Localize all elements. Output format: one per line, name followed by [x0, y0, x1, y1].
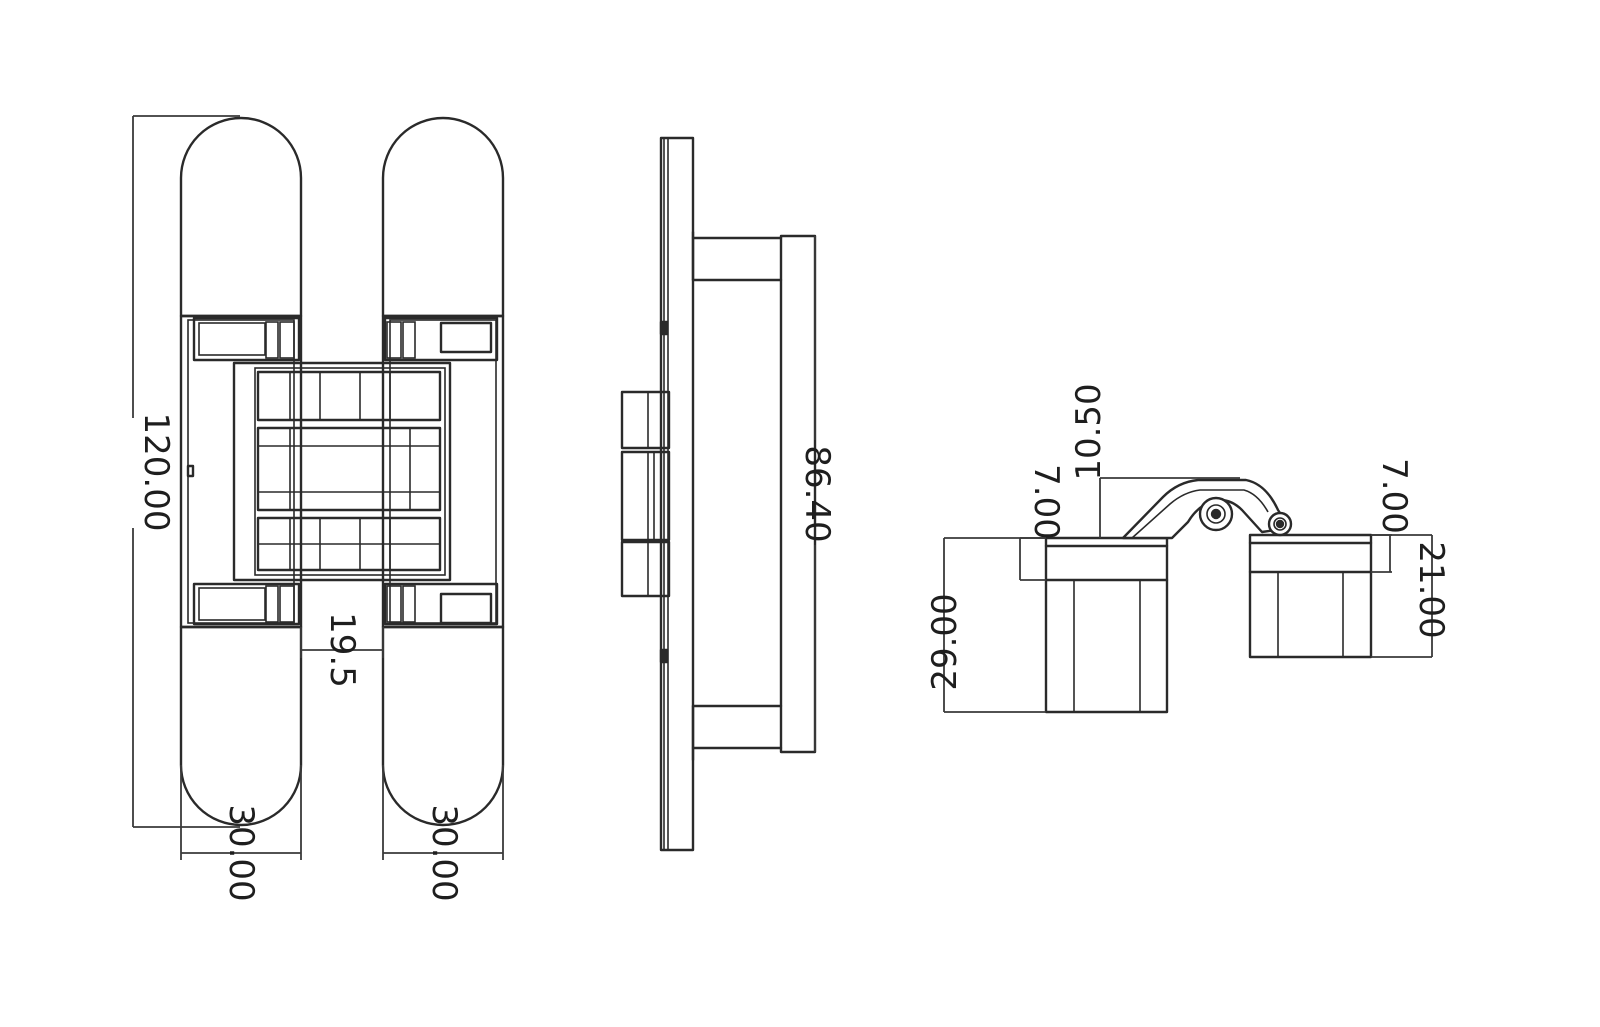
central-mechanism [232, 361, 452, 582]
dimension-knuckle-label: 10.50 [1069, 383, 1109, 480]
right-bottom-cap [381, 625, 505, 827]
right-inner-frame [389, 319, 497, 624]
left-top-bracket [192, 316, 301, 362]
side-block-middle [620, 450, 671, 542]
dimension-left-plate-label: 7.00 [1026, 464, 1066, 540]
dimension-right-width-label: 30.00 [424, 804, 464, 901]
dimension-gap-label: 19.5 [322, 612, 362, 688]
left-bottom-bracket [192, 582, 301, 626]
open-right-block [1248, 533, 1373, 659]
side-view: 86.40 [620, 136, 837, 852]
dimension-knuckle: 10.50 [1069, 383, 1240, 538]
side-outer-plate [659, 136, 695, 852]
dimension-right-width: 30.00 [382, 765, 504, 902]
side-block-top [620, 390, 671, 450]
linkage-arm-middle [256, 426, 442, 512]
dimension-right-plate: 7.00 [1371, 458, 1414, 573]
dimension-body-length-label: 86.40 [797, 445, 837, 542]
side-body [691, 230, 817, 762]
dimension-right-depth: 21.00 [1371, 534, 1451, 658]
right-bottom-slot [439, 592, 493, 625]
side-block-bottom [620, 540, 671, 598]
dimension-left-plate: 7.00 [1019, 464, 1066, 581]
dimension-right-plate-label: 7.00 [1374, 458, 1414, 534]
dimension-left-width: 30.00 [180, 765, 302, 902]
linkage-arm-upper [256, 370, 442, 422]
right-top-bracket [383, 316, 499, 362]
left-top-cap [179, 116, 303, 318]
dimension-left-width-label: 30.00 [221, 804, 261, 901]
left-bottom-cap [179, 625, 303, 827]
dimension-height: 120.00 [132, 115, 240, 828]
open-left-block [1044, 536, 1169, 714]
dimension-left-depth: 29.00 [925, 537, 1046, 713]
dimension-gap: 19.5 [300, 612, 384, 688]
open-view: 10.50 7.00 7.00 29.00 21.00 [925, 383, 1451, 714]
left-inner-frame [187, 319, 295, 624]
dimension-height-label: 120.00 [136, 413, 176, 532]
front-view: 120.00 19.5 30.00 30.00 [132, 115, 505, 902]
dimension-right-depth-label: 21.00 [1411, 541, 1451, 638]
right-top-slot [439, 321, 493, 354]
right-plate-body [381, 314, 505, 629]
right-top-cap [381, 116, 505, 318]
dimension-body-length: 86.40 [797, 236, 837, 752]
left-plate-body [179, 314, 303, 629]
dimension-left-depth-label: 29.00 [925, 593, 965, 690]
